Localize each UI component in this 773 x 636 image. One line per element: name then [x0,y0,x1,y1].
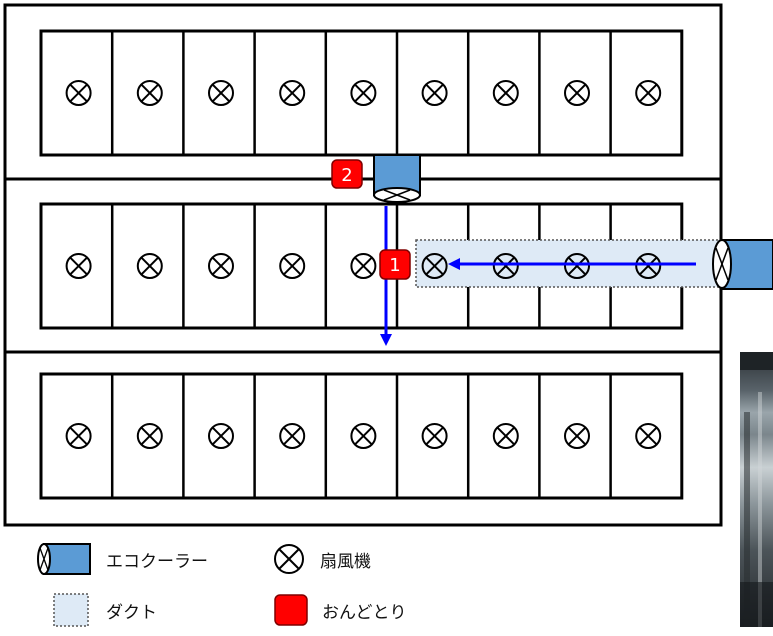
fan-icon [65,253,92,279]
fan-icon [65,80,92,106]
legend-thermometer: おんどとり [272,592,407,628]
barn-photo [740,352,773,627]
legend-eco-cooler: エコクーラー [36,542,208,576]
fan-icon [350,253,377,279]
fan-icon [136,253,163,279]
eco-cooler-top [373,154,421,203]
fan-icon [208,253,234,279]
marker-1: 1 [379,249,411,280]
fan-icon [421,423,448,449]
marker-2-label: 2 [341,165,352,186]
fan-icon [136,423,163,449]
eco-cooler-right [712,239,773,290]
fan-icon [421,253,448,279]
legend-fan: 扇風機 [272,542,371,576]
top-row-outline [39,29,684,157]
fan-icon [279,80,306,106]
marker-1-label: 1 [389,255,400,276]
fan-icon [350,80,377,106]
legend-eco-cooler-label: エコクーラー [106,551,208,572]
airflow-arrow-horizontal [448,258,696,270]
fan-icon [635,80,662,106]
fan-icon [136,80,163,106]
fan-icon [208,423,234,449]
fan-icon [65,423,92,449]
fan-icon [421,80,448,106]
legend-duct: ダクト [52,592,157,628]
legend-duct-label: ダクト [106,602,157,623]
fan-legend-icon [274,544,304,574]
fan-icon [279,253,306,279]
fan-icon [564,80,590,106]
fan-icon [635,253,662,279]
legend-fan-label: 扇風機 [320,551,371,572]
fan-icon [279,423,306,449]
fan-icon [564,423,590,449]
marker-2: 2 [331,159,363,189]
fan-icon [492,253,519,279]
fan-icon [492,423,519,449]
fan-icon [564,253,590,279]
fan-icon [208,80,234,106]
fan-icon [492,80,519,106]
eco-cooler-legend-icon [37,543,91,575]
fan-icon [635,423,662,449]
thermometer-legend-icon [274,594,308,626]
duct-legend-icon [53,593,89,627]
legend-thermometer-label: おんどとり [322,602,407,623]
fan-icon [350,423,377,449]
bottom-row-outline [39,372,684,500]
